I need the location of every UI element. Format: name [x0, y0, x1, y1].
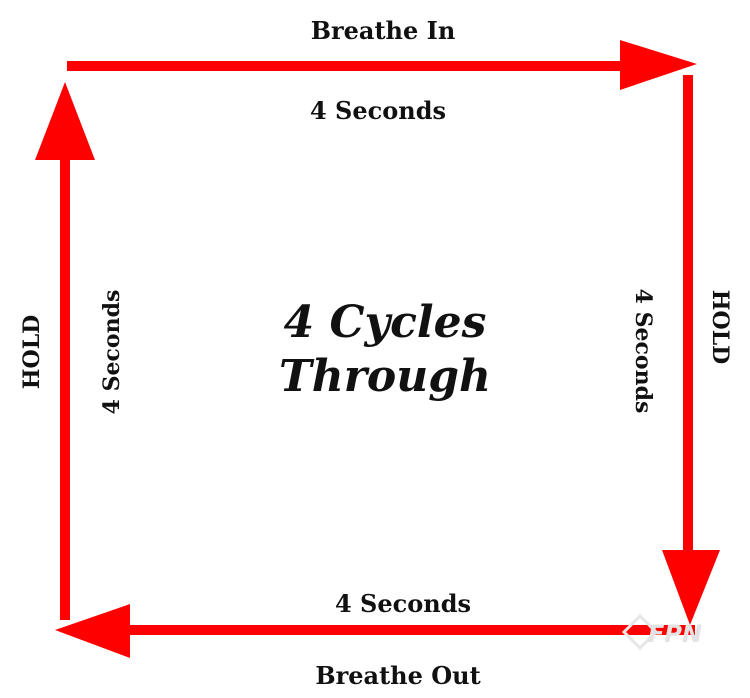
arrow-bottom — [55, 604, 695, 658]
left-action-label: HOLD — [19, 314, 45, 390]
center-title: 4 Cycles Through — [270, 296, 500, 404]
bottom-duration-label: 4 Seconds — [334, 589, 472, 618]
bottom-action-label: Breathe Out — [315, 661, 481, 690]
center-title-line-2: Through — [278, 351, 491, 402]
arrow-top — [67, 40, 697, 90]
right-duration-label: 4 Seconds — [630, 288, 656, 414]
left-duration-label: 4 Seconds — [99, 289, 125, 415]
right-action-label: HOLD — [707, 289, 733, 365]
top-action-label: Breathe In — [310, 16, 456, 45]
watermark-text: FPN — [648, 620, 702, 648]
fpn-watermark-logo: FPN — [621, 613, 702, 651]
arrow-right — [662, 75, 720, 625]
center-title-line-1: 4 Cycles — [283, 297, 487, 348]
top-duration-label: 4 Seconds — [309, 96, 447, 125]
arrow-left — [35, 82, 95, 620]
